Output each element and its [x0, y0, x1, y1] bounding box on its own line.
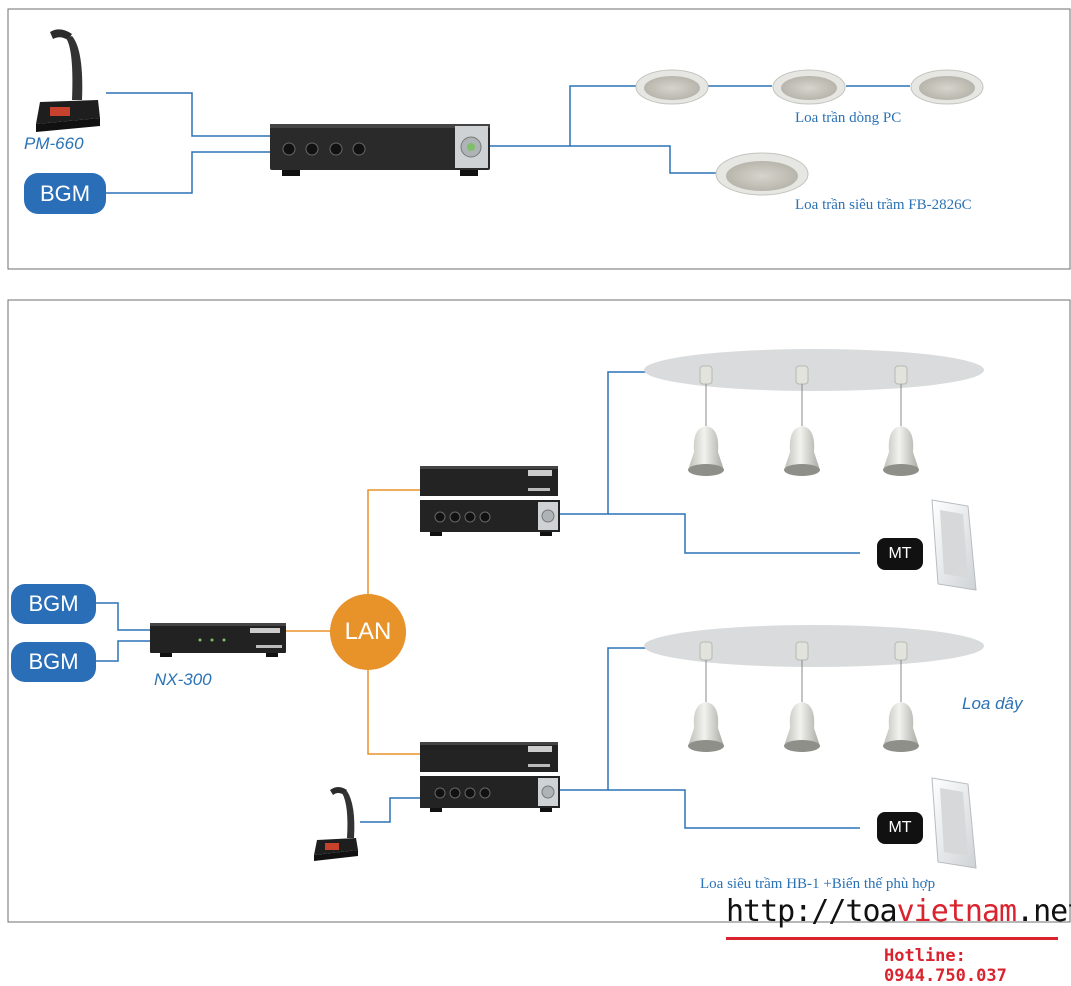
ceiling-band	[644, 625, 984, 667]
hotline-text: Hotline: 0944.750.037	[884, 946, 1007, 986]
panel-subwoofer-icon	[931, 499, 977, 591]
paging-microphone-icon	[314, 787, 358, 861]
subwoofer-label: Loa trần siêu trầm FB-2826C	[795, 197, 972, 213]
url-highlight: vietnam	[896, 894, 1017, 929]
pendant-speaker-icon	[784, 365, 820, 476]
ceiling-band	[644, 349, 984, 391]
ceiling-speakers-label: Loa trần dòng PC	[795, 110, 902, 126]
pendant-speaker-icon	[688, 365, 724, 476]
footer-divider	[726, 937, 1058, 940]
mt-badge: MT	[877, 538, 923, 570]
paging-microphone-icon	[36, 29, 100, 132]
ceiling-subwoofer-icon	[715, 152, 809, 196]
bgm-badge: BGM	[24, 173, 106, 214]
amplifier-stack-icon	[420, 466, 560, 536]
ceiling-speaker-icon	[772, 69, 846, 105]
url-suffix: .net	[1016, 894, 1071, 929]
pendant-speaker-icon	[688, 641, 724, 752]
url-prefix: http://toa	[726, 894, 898, 929]
website-url[interactable]: http://toavietnam.net	[726, 894, 1071, 929]
nx300-label: NX-300	[154, 670, 212, 689]
mt-badge: MT	[877, 812, 923, 844]
top-wires	[106, 85, 910, 194]
pendant-speaker-icon	[784, 641, 820, 752]
pendant-speaker-icon	[883, 641, 919, 752]
bottom-orange-wires	[286, 489, 420, 755]
ceiling-speaker-icon	[910, 69, 984, 105]
pendant-speaker-icon	[883, 365, 919, 476]
amplifier-stack-icon	[420, 742, 560, 812]
panel-subwoofer-icon	[931, 777, 977, 869]
top-panel-border	[7, 8, 1071, 270]
bgm-badge: BGM	[11, 584, 96, 624]
bgm-badge: BGM	[11, 642, 96, 682]
ceiling-speaker-icon	[635, 69, 709, 105]
pendant-speaker-label: Loa dây	[962, 694, 1023, 713]
microphone-label: PM-660	[24, 134, 84, 153]
lan-node: LAN	[330, 594, 406, 670]
nx300-adapter-icon	[150, 623, 286, 657]
bottom-panel-border	[7, 299, 1071, 923]
subwoofer-label: Loa siêu trầm HB-1 +Biến thế phù hợp	[700, 876, 936, 892]
mixer-amplifier-icon	[270, 124, 490, 176]
